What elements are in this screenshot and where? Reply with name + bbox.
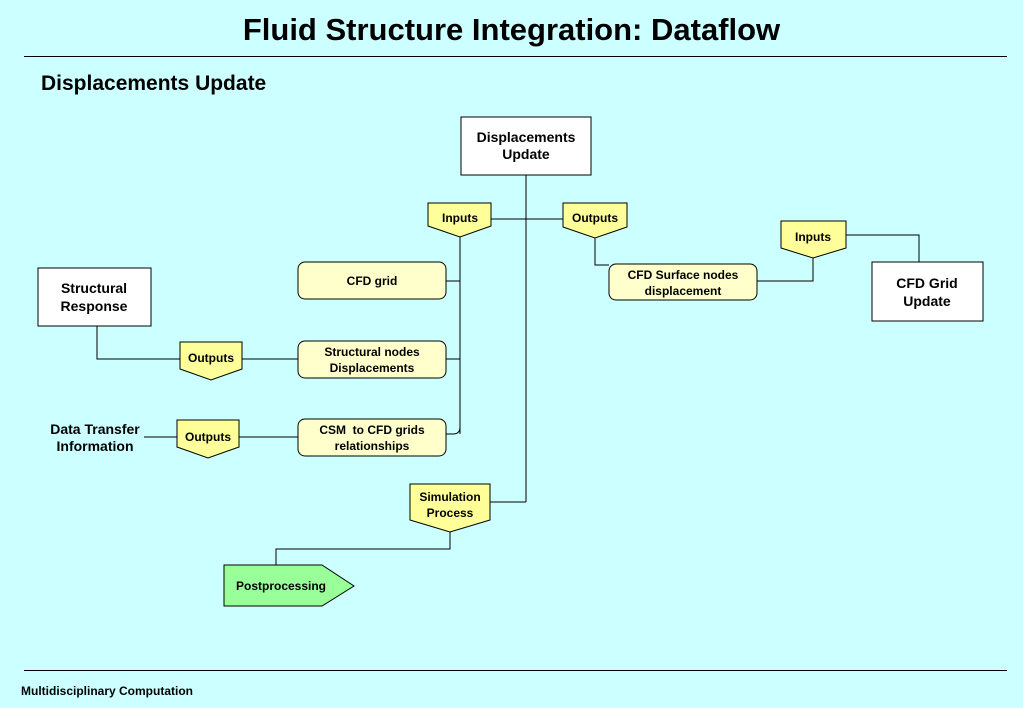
structural-response-line2: Response bbox=[61, 298, 128, 314]
outputs-structural-connector: Outputs bbox=[179, 341, 243, 381]
displacements-update-box: Displacements Update bbox=[460, 116, 592, 176]
cfd-grid-update-line1: CFD Grid bbox=[896, 275, 957, 291]
structural-nodes-displacements-data: Structural nodes Displacements bbox=[297, 340, 447, 379]
section-subtitle: Displacements Update bbox=[41, 72, 267, 95]
displacements-update-line1: Displacements bbox=[477, 129, 576, 145]
data-transfer-line2: Information bbox=[57, 438, 134, 454]
simulation-process-line2: Process bbox=[427, 506, 474, 520]
cfd-grid-update-box: CFD Grid Update bbox=[871, 261, 984, 322]
csm-to-cfd-relationships-data: CSM to CFD grids relationships bbox=[297, 418, 447, 457]
structural-response-line1: Structural bbox=[61, 280, 127, 296]
cfd-surface-nodes-line2: displacement bbox=[645, 284, 722, 298]
simulation-process-line1: Simulation bbox=[419, 490, 480, 504]
outputs-structural-label: Outputs bbox=[188, 351, 234, 365]
cfd-surface-nodes-line1: CFD Surface nodes bbox=[628, 268, 739, 282]
cfd-grid-update-line2: Update bbox=[903, 293, 951, 309]
inputs-top-label: Inputs bbox=[442, 211, 478, 225]
outputs-top-connector: Outputs bbox=[562, 202, 628, 239]
connector-outputs-surface bbox=[594, 238, 609, 266]
displacements-update-line2: Update bbox=[502, 146, 550, 162]
outputs-datatransfer-label: Outputs bbox=[185, 430, 231, 444]
connector-surface-inputs bbox=[757, 258, 814, 282]
connector-structural-response bbox=[96, 326, 180, 360]
outputs-datatransfer-connector: Outputs bbox=[176, 419, 240, 459]
title-divider bbox=[24, 56, 1007, 57]
outputs-top-label: Outputs bbox=[572, 211, 618, 225]
inputs-right-connector: Inputs bbox=[780, 220, 847, 259]
structural-nodes-line1: Structural nodes bbox=[324, 345, 420, 359]
footer-text: Multidisciplinary Computation bbox=[21, 684, 194, 698]
csm-relationships-line1: CSM to CFD grids bbox=[319, 423, 425, 437]
footer-divider bbox=[24, 670, 1007, 671]
data-transfer-information: Data Transfer Information bbox=[50, 421, 140, 454]
inputs-top-connector: Inputs bbox=[427, 202, 492, 238]
connector-inputs-gridupdate bbox=[846, 234, 920, 262]
cfd-grid-data: CFD grid bbox=[297, 261, 447, 300]
structural-response-box: Structural Response bbox=[37, 267, 152, 327]
postprocessing-arrow: Postprocessing bbox=[223, 564, 355, 607]
connector-simulation-post bbox=[275, 532, 451, 565]
csm-relationships-line2: relationships bbox=[335, 439, 410, 453]
page-title: Fluid Structure Integration: Dataflow bbox=[242, 12, 781, 47]
data-transfer-line1: Data Transfer bbox=[50, 421, 140, 437]
structural-nodes-line2: Displacements bbox=[330, 361, 415, 375]
connector-lines bbox=[96, 175, 920, 565]
simulation-process-connector: Simulation Process bbox=[409, 483, 491, 533]
inputs-right-label: Inputs bbox=[795, 230, 831, 244]
cfd-surface-nodes-displacement-data: CFD Surface nodes displacement bbox=[608, 263, 758, 301]
connector-csm-relationships bbox=[446, 426, 461, 435]
postprocessing-label: Postprocessing bbox=[236, 579, 326, 593]
cfd-grid-label: CFD grid bbox=[347, 274, 398, 288]
